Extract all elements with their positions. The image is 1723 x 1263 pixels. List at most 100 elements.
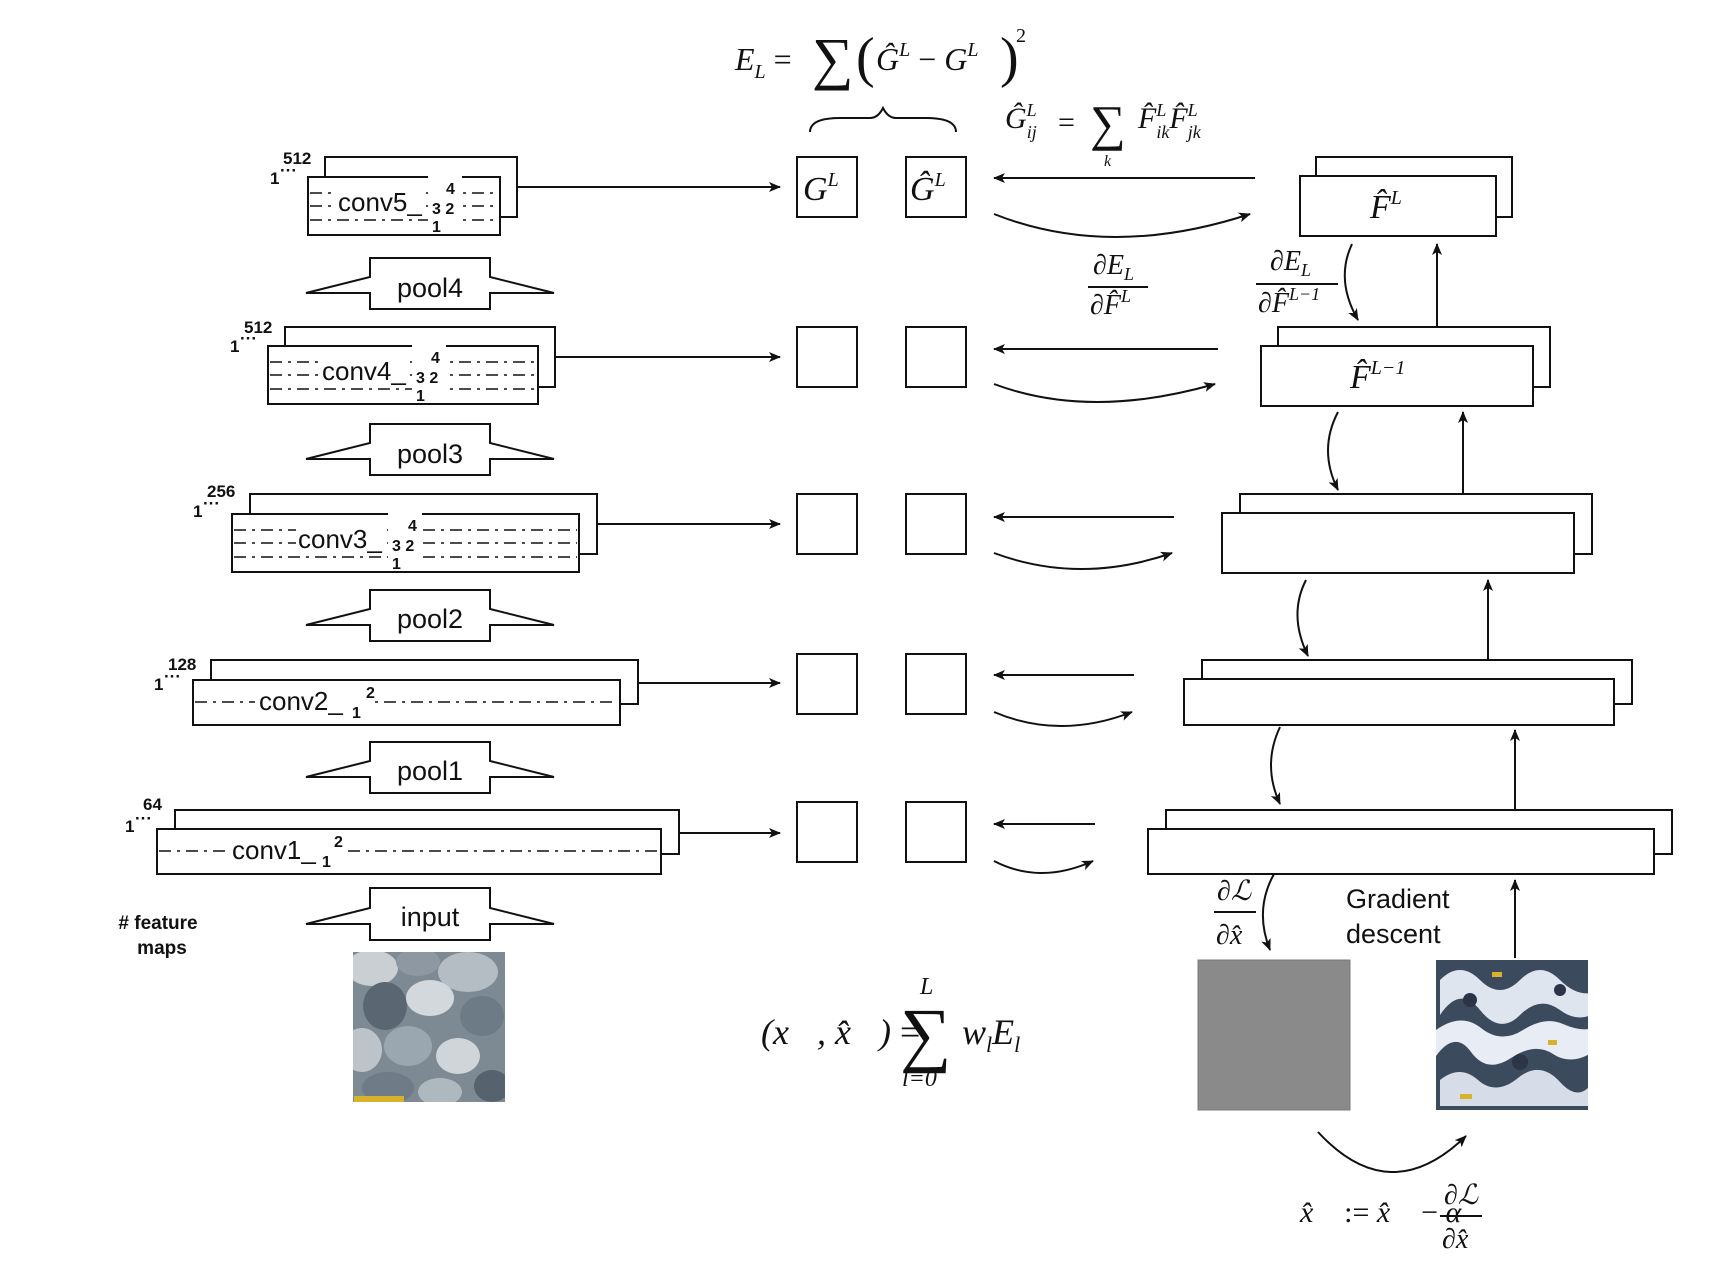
svg-text:∂x̂⃗: ∂x̂⃗ xyxy=(1216,920,1264,951)
svg-text:ĜL − GL: ĜL − GL xyxy=(876,39,979,77)
svg-text:wlEl: wlEl xyxy=(962,1012,1020,1057)
conv3-sub-top: 4 xyxy=(408,518,417,535)
grad-wrt-FLm1: ∂EL ∂F̂L−1 xyxy=(1256,246,1338,319)
conv1-ellipsis: ··· xyxy=(135,809,152,828)
grad-wrt-FL: ∂EL ∂F̂L xyxy=(1088,250,1148,321)
conv5-sub-bottom: 1 xyxy=(432,219,441,236)
svg-text:EL =: EL = xyxy=(734,41,792,83)
conv3-sub-bottom: 1 xyxy=(392,556,401,573)
arrow-pool2: pool2 xyxy=(305,589,555,642)
conv5-map-start: 1 xyxy=(270,169,279,188)
feature-stack-1 xyxy=(1147,809,1673,875)
conv4-sub-bottom: 1 xyxy=(416,388,425,405)
svg-text:∂EL: ∂EL xyxy=(1270,246,1311,280)
svg-text:L: L xyxy=(919,974,933,1000)
svg-text:∂EL: ∂EL xyxy=(1093,250,1134,284)
gram-row-1 xyxy=(796,801,967,863)
conv3-map-start: 1 xyxy=(193,502,202,521)
gram-row-5: GL ĜL xyxy=(796,156,967,218)
gram-exchange-arrows xyxy=(993,173,1255,874)
conv2-sub-bottom: 1 xyxy=(352,705,361,722)
gram-row-3 xyxy=(796,493,967,555)
gradient-descent-line2: descent xyxy=(1346,919,1441,949)
update-curve-arrow xyxy=(1317,1131,1467,1173)
conv5-sub-top: 4 xyxy=(446,181,455,198)
conv2-label: conv2_ xyxy=(259,686,343,716)
gradient-descent-line1: Gradient xyxy=(1346,884,1450,914)
arrow-pool1: pool1 xyxy=(305,741,555,794)
svg-text:k: k xyxy=(1104,153,1112,170)
feature-maps-caption-line1: # feature xyxy=(118,913,197,934)
conv4-layer: conv4_ 4 3 2 1 512 1 ··· xyxy=(230,318,556,405)
conv2-layer: conv2_ 2 1 128 1 ··· xyxy=(154,655,639,726)
svg-text:=: = xyxy=(1058,106,1075,139)
svg-text:2: 2 xyxy=(1016,25,1026,47)
conv5-label: conv5_ xyxy=(338,187,422,217)
svg-text:(: ( xyxy=(856,27,875,89)
arrow-pool3: pool3 xyxy=(305,423,555,476)
conv5-map-count: 512 xyxy=(283,149,311,168)
arrow-pool2-label: pool2 xyxy=(397,604,463,634)
conv1-sub-bottom: 1 xyxy=(322,854,331,871)
backprop-arrows xyxy=(1261,243,1359,951)
svg-text:∑: ∑ xyxy=(812,26,853,91)
conv1-label: conv1_ xyxy=(232,835,316,865)
gram-row-2 xyxy=(796,653,967,715)
feature-stack-4: F̂L−1 xyxy=(1260,326,1551,407)
energy-formula: EL = ∑ ( ĜL − GL ) 2 xyxy=(734,25,1026,91)
arrow-pool4: pool4 xyxy=(305,257,555,310)
feature-stack-2 xyxy=(1183,659,1633,726)
feature-top-label: F̂L xyxy=(1369,187,1402,226)
conv1-sub-top: 2 xyxy=(334,834,343,851)
loss-formula: ℒ(x⃗, x̂⃗) = ∑ L l=0 wlEl xyxy=(733,974,1020,1092)
conv1-layer: conv1_ 2 1 64 1 ··· xyxy=(125,795,680,875)
conv-to-gram-arrows xyxy=(517,182,781,838)
conv2-ellipsis: ··· xyxy=(164,667,181,686)
conv5-layer: conv5_ 4 3 2 1 512 1 ··· xyxy=(270,149,518,236)
conv4-map-start: 1 xyxy=(230,337,239,356)
conv3-map-count: 256 xyxy=(207,482,235,501)
forward-pass-arrows xyxy=(1432,243,1520,958)
conv3-sub-mid: 3 2 xyxy=(392,538,414,555)
conv4-sub-top: 4 xyxy=(431,350,440,367)
noise-image-icon xyxy=(1197,959,1351,1111)
update-formula: x̂⃗ := x̂⃗ − α ∂ℒ ∂x̂⃗ xyxy=(1299,1180,1490,1255)
conv3-label: conv3_ xyxy=(298,524,382,554)
svg-text:∂x̂⃗: ∂x̂⃗ xyxy=(1442,1224,1490,1255)
conv5-ellipsis: ··· xyxy=(280,161,297,180)
svg-text:∑: ∑ xyxy=(900,994,951,1074)
svg-text:∂F̂L: ∂F̂L xyxy=(1090,286,1131,321)
arrow-pool1-label: pool1 xyxy=(397,756,463,786)
gram-target-label: GL xyxy=(803,169,839,208)
conv4-map-count: 512 xyxy=(244,318,272,337)
grad-loss-x: ∂ℒ ∂x̂⃗ xyxy=(1214,876,1264,951)
svg-text:ℒ(x⃗, x̂⃗) =: ℒ(x⃗, x̂⃗) = xyxy=(733,1012,920,1052)
feature-stack-3 xyxy=(1221,493,1593,574)
conv2-map-start: 1 xyxy=(154,675,163,694)
conv4-sub-mid: 3 2 xyxy=(416,370,438,387)
synthesized-texture-icon xyxy=(1436,960,1588,1110)
svg-text:∂ℒ: ∂ℒ xyxy=(1217,876,1252,907)
svg-text:x̂⃗ := x̂⃗ − α: x̂⃗ := x̂⃗ − α xyxy=(1299,1196,1463,1229)
conv4-label: conv4_ xyxy=(322,356,406,386)
arrow-pool4-label: pool4 xyxy=(397,273,463,303)
grouping-brace xyxy=(809,105,957,133)
arrow-pool3-label: pool3 xyxy=(397,439,463,469)
conv3-layer: conv3_ 4 3 2 1 256 1 ··· xyxy=(193,482,598,573)
conv4-ellipsis: ··· xyxy=(240,329,257,348)
svg-text:∂F̂L−1: ∂F̂L−1 xyxy=(1258,284,1320,319)
arrow-input: input xyxy=(305,887,555,941)
conv2-map-count: 128 xyxy=(168,655,196,674)
svg-text:∂ℒ: ∂ℒ xyxy=(1444,1180,1479,1211)
conv3-ellipsis: ··· xyxy=(203,494,220,513)
feature-stack-5: F̂L xyxy=(1299,156,1513,237)
pebbles-texture-icon xyxy=(353,952,505,1102)
conv2-sub-top: 2 xyxy=(366,685,375,702)
arrow-input-label: input xyxy=(401,902,460,932)
conv1-map-count: 64 xyxy=(143,795,162,814)
feature-maps-caption-line2: maps xyxy=(137,938,187,959)
